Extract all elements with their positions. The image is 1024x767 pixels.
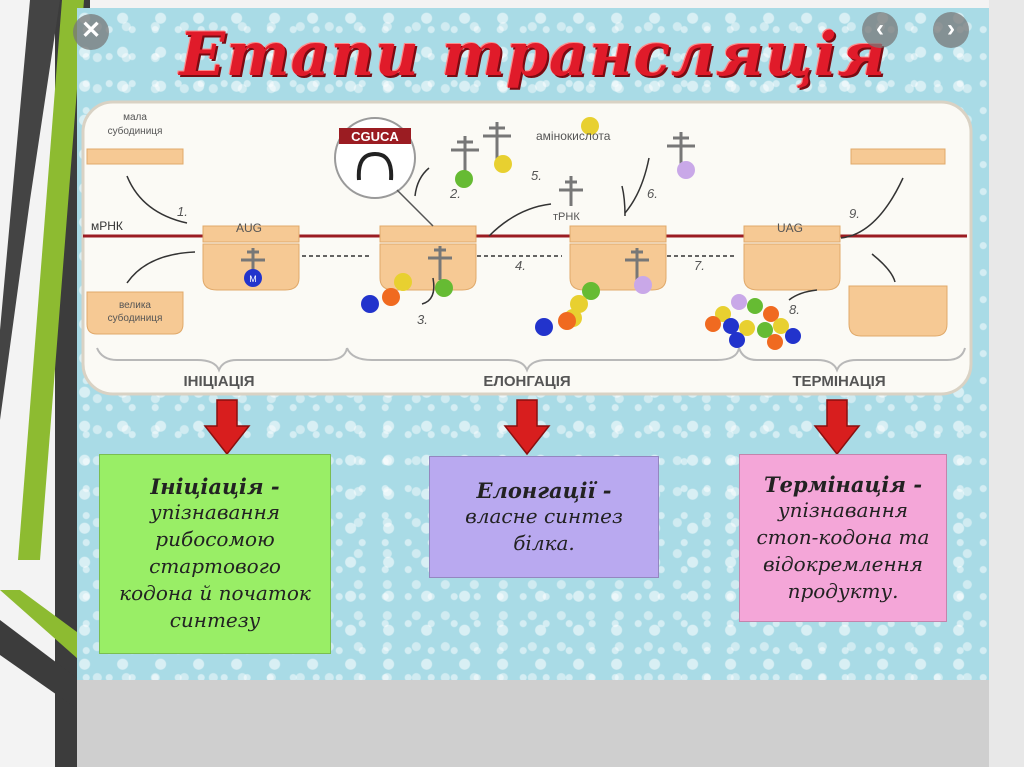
prev-button[interactable]: ‹ (862, 12, 898, 48)
stage-termination: ТЕРМІНАЦІЯ (792, 373, 885, 390)
stage-initiation: ІНІЦІАЦІЯ (183, 373, 254, 390)
initiation-line-1: упізнавання (150, 499, 280, 526)
next-button[interactable]: › (933, 12, 969, 48)
page-title: Етапи трансляція (77, 20, 989, 90)
elongation-line-1: власне синтез (465, 503, 623, 530)
small-subunit-label-1: мала (123, 112, 147, 123)
elongation-box: Елонгації - власне синтез білка. (429, 456, 659, 578)
initiation-line-5: синтезу (170, 607, 261, 634)
amino-acid-label: амінокислота (536, 129, 611, 143)
down-arrow-2 (505, 400, 549, 454)
anticodon-label: CGUCA (351, 129, 399, 144)
down-arrow-3 (815, 400, 859, 454)
termination-line-3: відокремлення (763, 551, 923, 578)
step-8: 8. (789, 302, 800, 317)
termination-box: Термінація - упізнавання стоп-кодона та … (739, 454, 947, 622)
image-frame: AUG UAG M (77, 8, 989, 680)
stage-elongation: ЕЛОНГАЦІЯ (483, 373, 570, 390)
step-5: 5. (531, 168, 542, 183)
stop-codon: UAG (777, 221, 803, 235)
elongation-line-2: білка. (513, 530, 575, 557)
chevron-left-icon: ‹ (876, 15, 884, 42)
initiation-line-3: стартового (149, 553, 281, 580)
met-label: M (249, 274, 257, 284)
step-3: 3. (417, 312, 428, 327)
large-subunit-right (849, 286, 947, 336)
step-6: 6. (647, 186, 658, 201)
large-subunit-label-1: велика (119, 300, 151, 311)
elongation-heading: Елонгації - (477, 478, 612, 503)
initiation-box: Ініціація - упізнавання рибосомою старто… (99, 454, 331, 654)
chevron-right-icon: › (947, 15, 955, 42)
step-1: 1. (177, 204, 188, 219)
start-codon: AUG (236, 221, 262, 235)
ribosome-4 (744, 226, 840, 290)
close-button[interactable]: ✕ (73, 14, 109, 50)
large-subunit-label-2: субодиниця (108, 312, 163, 324)
step-7: 7. (694, 258, 705, 273)
termination-line-4: продукту. (788, 578, 899, 605)
small-subunit-label-2: субодиниця (108, 125, 163, 137)
step-2: 2. (449, 186, 461, 201)
small-subunit-right (851, 149, 945, 164)
step-4: 4. (515, 258, 526, 273)
initiation-line-2: рибосомою (155, 526, 274, 553)
step-9: 9. (849, 206, 860, 221)
close-icon: ✕ (81, 17, 101, 44)
ribosome-3 (570, 226, 666, 290)
termination-line-2: стоп-кодона та (757, 524, 930, 551)
down-arrow-1 (205, 400, 249, 454)
trna-label: тРНК (553, 211, 580, 223)
initiation-heading: Ініціація - (150, 474, 279, 499)
termination-line-1: упізнавання (778, 497, 908, 524)
initiation-line-4: кодона й початок (119, 580, 311, 607)
mrna-label: мРНК (91, 219, 123, 233)
small-subunit-left (87, 149, 183, 164)
termination-heading: Термінація - (764, 472, 922, 497)
